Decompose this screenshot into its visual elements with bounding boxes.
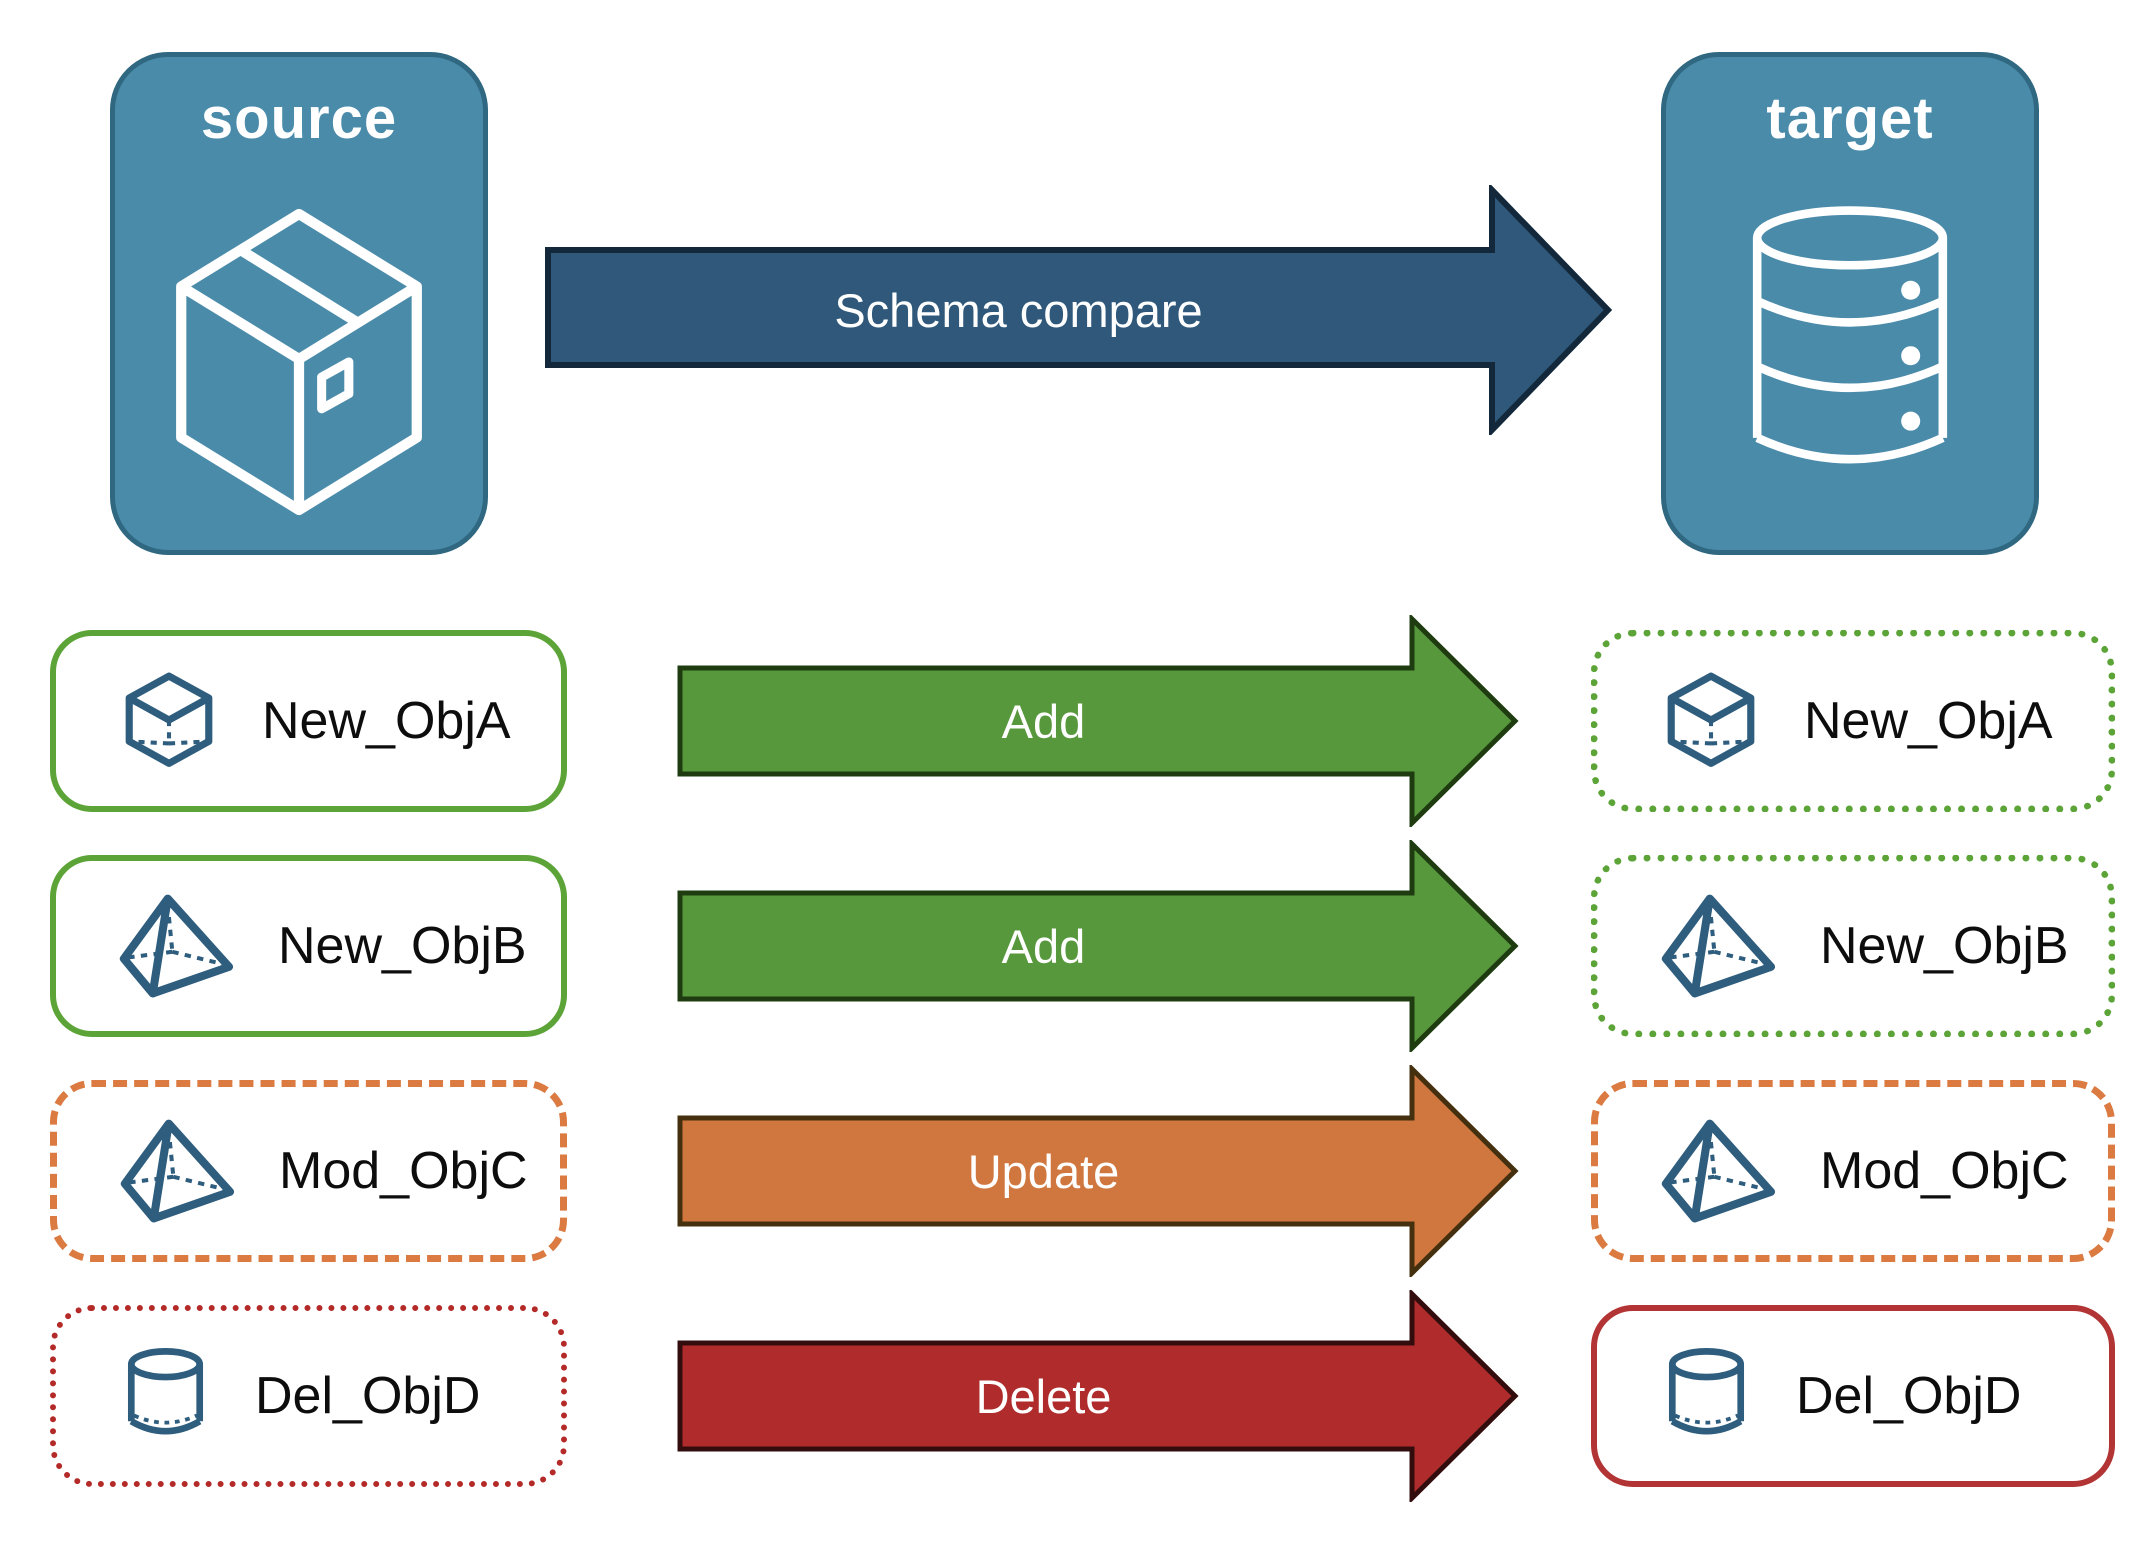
database-icon: [1731, 203, 1969, 487]
source-card-title: source: [200, 86, 398, 151]
object-name-label: Del_ObjD: [1796, 1367, 2022, 1425]
source-object-new-objb: New_ObjB: [50, 855, 567, 1037]
source-object-del-objd: Del_ObjD: [50, 1305, 567, 1487]
target-card-title: target: [1766, 86, 1934, 151]
pyramid-icon: [118, 894, 236, 998]
schema-compare-arrow: [545, 185, 1613, 435]
object-name-label: Mod_ObjC: [279, 1142, 528, 1200]
object-name-label: New_ObjB: [278, 917, 527, 975]
add-arrow: [677, 840, 1519, 1052]
target-card: target: [1661, 52, 2039, 555]
pyramid-icon: [119, 1119, 237, 1223]
cylinder-icon: [118, 1346, 213, 1447]
source-object-mod-objc: Mod_ObjC: [50, 1080, 567, 1262]
add-arrow: [677, 615, 1519, 827]
object-name-label: New_ObjA: [262, 692, 511, 750]
cube-icon: [118, 670, 220, 772]
object-name-label: Del_ObjD: [255, 1367, 481, 1425]
cylinder-icon: [1659, 1346, 1754, 1447]
source-card: source: [110, 52, 488, 555]
object-name-label: New_ObjA: [1804, 692, 2053, 750]
target-object-del-objd: Del_ObjD: [1591, 1305, 2115, 1487]
delete-arrow: [677, 1290, 1519, 1502]
object-name-label: Mod_ObjC: [1820, 1142, 2069, 1200]
target-object-new-objb: New_ObjB: [1591, 855, 2115, 1037]
pyramid-icon: [1660, 894, 1778, 998]
object-name-label: New_ObjB: [1820, 917, 2069, 975]
package-box-icon: [148, 195, 450, 529]
target-object-new-obja: New_ObjA: [1591, 630, 2115, 812]
target-object-mod-objc: Mod_ObjC: [1591, 1080, 2115, 1262]
cube-icon: [1660, 670, 1762, 772]
source-object-new-obja: New_ObjA: [50, 630, 567, 812]
pyramid-icon: [1660, 1119, 1778, 1223]
update-arrow: [677, 1065, 1519, 1277]
